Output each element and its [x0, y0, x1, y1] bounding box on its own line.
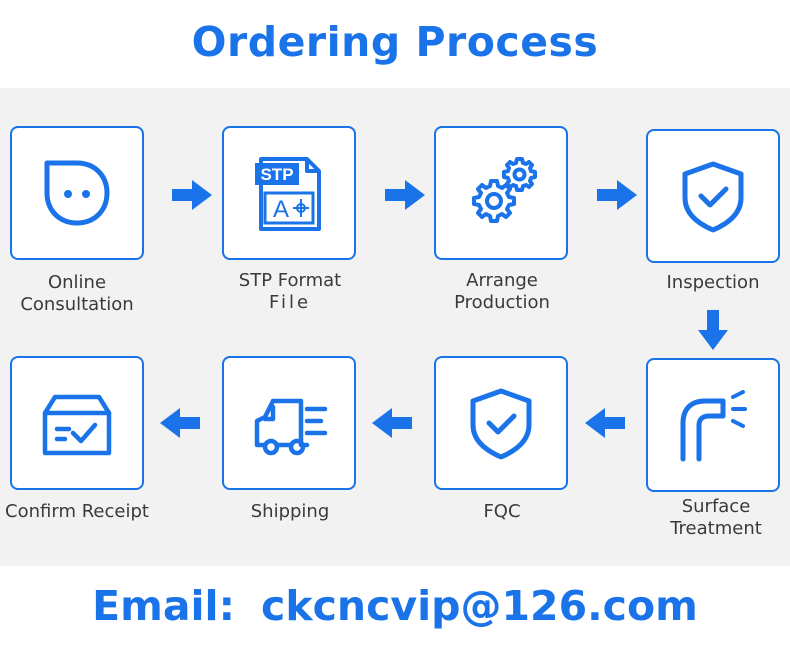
- svg-text:STP: STP: [260, 165, 293, 184]
- arrow-right-icon: [597, 180, 637, 210]
- chat-bubble-icon: [44, 160, 110, 226]
- delivery-truck-icon: [254, 398, 328, 456]
- step-stp-format-file: STP A: [222, 126, 356, 260]
- shield-check-icon: [682, 161, 744, 233]
- arrow-right-icon: [172, 180, 212, 210]
- arrow-right-icon: [385, 180, 425, 210]
- step-label-fqc: FQC: [483, 501, 521, 522]
- step-shipping: [222, 356, 356, 490]
- pipe-spray-icon: [680, 390, 747, 462]
- email-label: Email:: [92, 582, 236, 630]
- arrow-left-icon: [585, 408, 625, 438]
- svg-text:A: A: [273, 196, 289, 223]
- stp-file-icon: STP A: [255, 157, 321, 231]
- arrow-left-icon: [160, 408, 200, 438]
- step-label-shipping: Shipping: [250, 501, 330, 522]
- step-online-consultation: [10, 126, 144, 260]
- package-box-icon: [42, 394, 112, 456]
- arrow-left-icon: [372, 408, 412, 438]
- step-arrange-production: [434, 126, 568, 260]
- step-fqc: [434, 356, 568, 490]
- email-address[interactable]: ckcncvip@126.com: [261, 582, 698, 630]
- arrow-down-icon: [698, 310, 728, 350]
- shield-check-icon: [470, 388, 532, 460]
- email-contact: Email: ckcncvip@126.com: [0, 582, 790, 630]
- step-surface-treatment: [646, 358, 780, 492]
- page-title: Ordering Process: [191, 18, 599, 66]
- gears-icon: [472, 157, 537, 223]
- step-confirm-receipt: [10, 356, 144, 490]
- step-label-confirm-receipt: Confirm Receipt: [5, 501, 149, 522]
- step-inspection: [646, 129, 780, 263]
- step-label-inspection: Inspection: [666, 272, 760, 293]
